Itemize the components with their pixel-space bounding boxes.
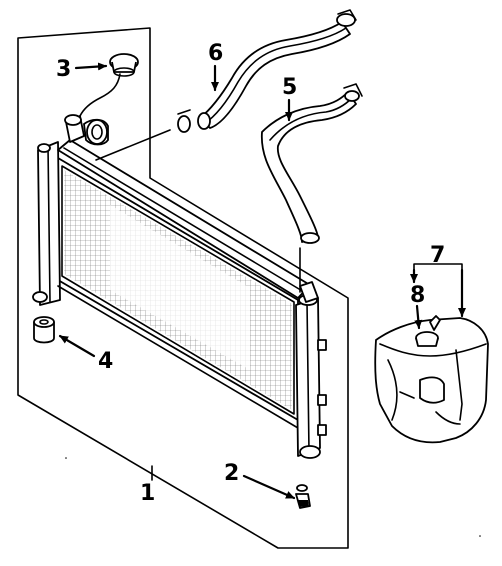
assembly-outline [17,27,349,549]
callout-6: 6 [208,41,223,66]
radiator [32,114,327,459]
reservoir-cap [415,315,441,347]
callout-arrows [58,62,466,500]
drain-plug [295,484,311,509]
callout-3: 3 [56,57,71,82]
speck-marks [65,457,481,537]
coolant-reservoir [374,317,489,444]
radiator-cap [79,53,139,117]
mount-insulator [33,316,55,344]
lower-hose-5 [261,83,363,244]
callout-7: 7 [430,243,445,268]
upper-hose-6 [177,9,357,133]
leader-lines [95,129,301,293]
callout-5: 5 [282,75,297,100]
callout-4: 4 [98,349,113,374]
callout-1: 1 [140,481,155,506]
callout-2: 2 [224,461,239,486]
callout-8: 8 [410,283,425,308]
